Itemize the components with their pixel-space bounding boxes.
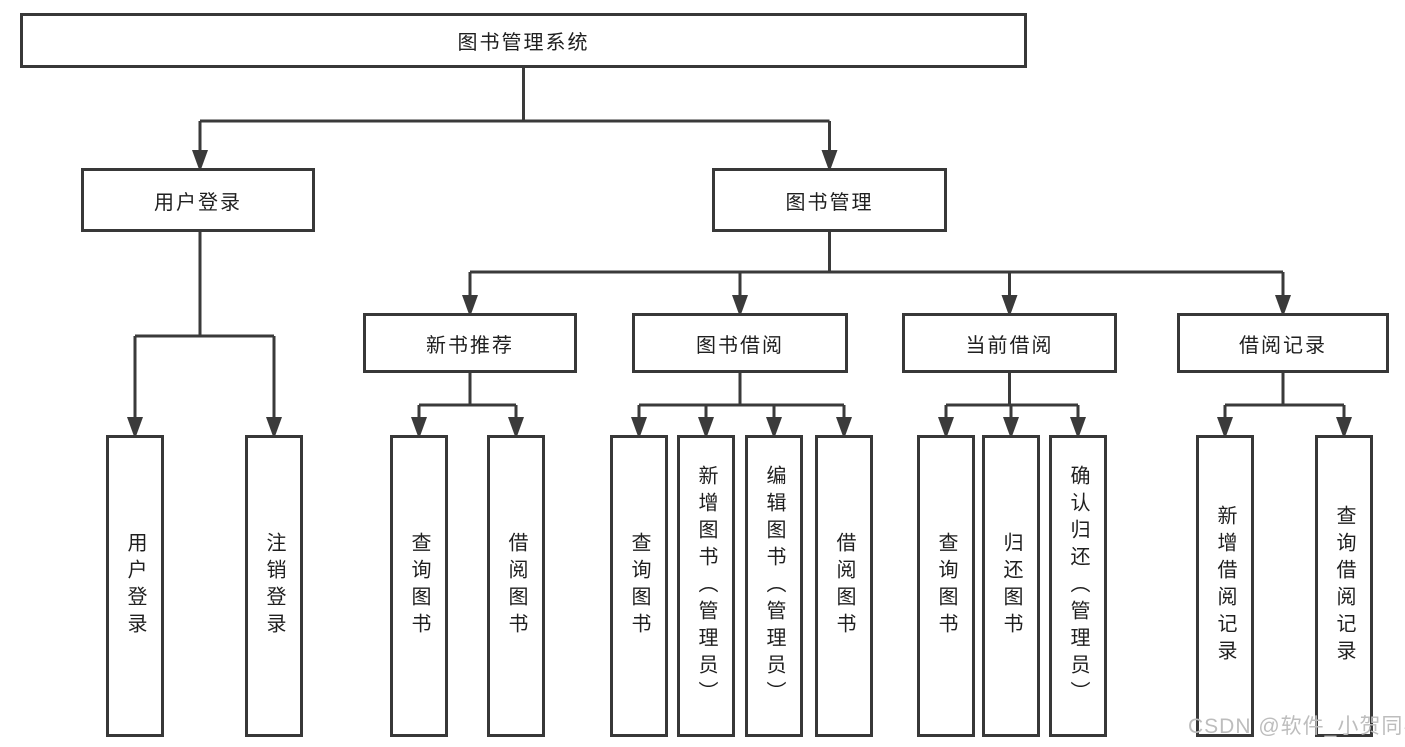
leaf-query-books-recommend: 查询图书	[390, 435, 448, 737]
node-label: 注销登录	[263, 532, 285, 640]
node-current-borrowing: 当前借阅	[902, 313, 1117, 373]
leaf-borrow-books-recommend: 借阅图书	[487, 435, 545, 737]
arrowhead-icons	[127, 150, 1352, 439]
node-label: 新书推荐	[426, 334, 514, 357]
node-label: 查询借阅记录	[1333, 505, 1355, 667]
node-label: 确认归还（管理员）	[1067, 464, 1089, 708]
node-label: 归还图书	[1000, 532, 1022, 640]
leaf-user-login: 用户登录	[106, 435, 164, 737]
node-book-management: 图书管理	[712, 168, 947, 232]
node-label: 图书管理系统	[457, 32, 590, 54]
leaf-logout: 注销登录	[245, 435, 303, 737]
leaf-borrow-books-borrowing: 借阅图书	[815, 435, 873, 737]
node-label: 查询图书	[628, 532, 650, 640]
leaf-query-books-borrowing: 查询图书	[610, 435, 668, 737]
node-label: 当前借阅	[965, 334, 1054, 357]
node-book-borrowing: 图书借阅	[632, 313, 848, 373]
leaf-query-books-current: 查询图书	[917, 435, 975, 737]
leaf-query-borrow-record: 查询借阅记录	[1315, 435, 1373, 737]
node-label: 用户登录	[154, 191, 242, 214]
node-label: 借阅图书	[833, 532, 855, 640]
leaf-add-borrow-record: 新增借阅记录	[1196, 435, 1254, 737]
node-new-book-recommendation: 新书推荐	[363, 313, 577, 373]
leaf-confirm-return-admin: 确认归还（管理员）	[1049, 435, 1107, 737]
leaf-add-books-admin: 新增图书（管理员）	[677, 435, 735, 737]
node-borrowing-records: 借阅记录	[1177, 313, 1389, 373]
node-label: 新增图书（管理员）	[695, 464, 717, 708]
node-label: 图书借阅	[696, 334, 784, 357]
node-label: 用户登录	[124, 532, 146, 640]
node-label: 借阅图书	[505, 532, 527, 640]
csdn-watermark: CSDN @软件_小贺同学	[1188, 715, 1405, 738]
leaf-return-books: 归还图书	[982, 435, 1040, 737]
node-label: 编辑图书（管理员）	[763, 464, 785, 708]
node-label: 图书管理	[785, 191, 874, 214]
node-label: 借阅记录	[1239, 334, 1327, 357]
leaf-edit-books-admin: 编辑图书（管理员）	[745, 435, 803, 737]
node-library-management-system: 图书管理系统	[20, 13, 1027, 68]
node-label: 查询图书	[935, 532, 957, 640]
node-user-login: 用户登录	[81, 168, 315, 232]
node-label: 新增借阅记录	[1214, 505, 1236, 667]
node-label: 查询图书	[408, 532, 430, 640]
